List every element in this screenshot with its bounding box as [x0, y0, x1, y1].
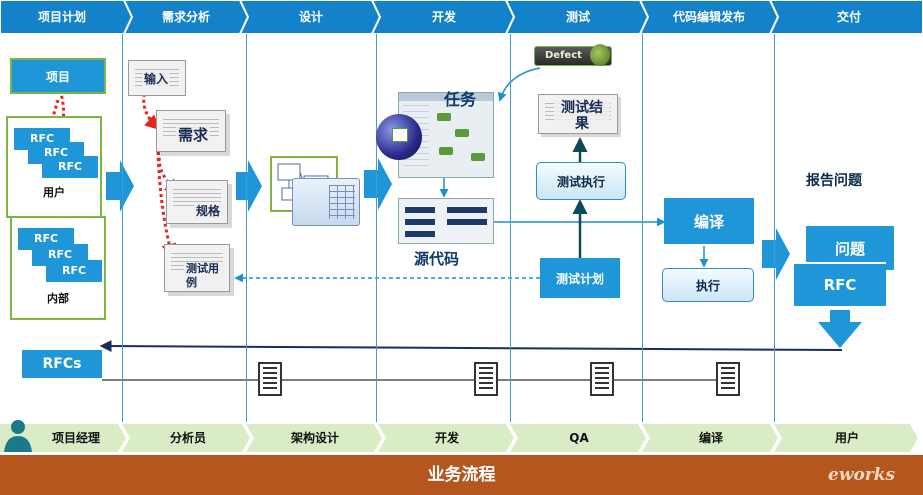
requirements-label: 需求 [176, 124, 211, 145]
user-rfc-group: RFC RFC RFC 用户 [6, 116, 102, 218]
document-icon [474, 362, 498, 396]
bug-icon [590, 44, 610, 66]
person-icon [4, 420, 32, 452]
run-box: 执行 [662, 268, 754, 302]
flow-arrow [106, 160, 134, 212]
lane-divider [642, 34, 643, 422]
rfc-return-arrow [99, 340, 843, 353]
design-table-icon [292, 178, 360, 226]
flow-arrow [762, 228, 790, 280]
lane-divider [246, 34, 247, 422]
delivery-rfc-box: RFC [794, 262, 886, 306]
down-arrow [818, 310, 862, 348]
lane-divider [122, 34, 123, 422]
project-box: 项目 [10, 58, 106, 94]
phase-band [0, 0, 923, 35]
test-execution-box: 测试执行 [536, 162, 626, 200]
testcase-label: 测试用例 [184, 262, 228, 290]
connector-arrow [497, 67, 541, 102]
rfc-card: RFC [42, 156, 98, 178]
internal-rfc-group: RFC RFC RFC 内部 [10, 216, 106, 320]
lane-divider [376, 34, 377, 422]
internal-group-label: 内部 [47, 292, 69, 305]
document-icon [590, 362, 614, 396]
eworks-logo: eworks [828, 465, 896, 485]
requirements-document [156, 110, 226, 152]
red-flow-arrow [156, 151, 177, 259]
document-icon [716, 362, 740, 396]
rfc-card: RFC [46, 260, 102, 282]
source-code-label: 源代码 [414, 250, 460, 268]
rfcs-box: RFCs [22, 350, 102, 378]
red-flow-arrow [157, 145, 181, 194]
user-group-label: 用户 [43, 186, 65, 199]
lane-divider [510, 34, 511, 422]
flow-arrow [364, 158, 392, 210]
flow-arrow [236, 160, 262, 212]
footer-bar [0, 455, 923, 495]
lane-divider [774, 34, 775, 422]
test-results-label: 测试结果 [554, 100, 610, 132]
role-band [0, 423, 923, 454]
document-icon [258, 362, 282, 396]
source-code-diagram [398, 198, 494, 244]
task-label: 任务 [444, 90, 477, 109]
spec-label: 规格 [194, 202, 223, 219]
compile-box: 编译 [664, 198, 754, 244]
ide-globe-icon [376, 114, 422, 160]
report-issue-label: 报告问题 [806, 173, 862, 189]
test-plan-box: 测试计划 [540, 258, 620, 298]
input-label: 输入 [142, 70, 171, 87]
footer-title: 业务流程 [427, 465, 496, 485]
